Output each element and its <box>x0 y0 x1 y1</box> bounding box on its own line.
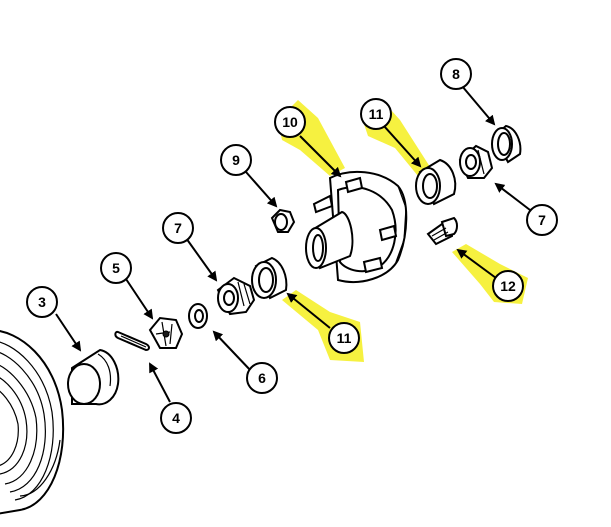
part-grease-seal <box>491 124 522 164</box>
callout-11-bottom: 11 <box>328 322 360 354</box>
callout-10: 10 <box>274 106 306 138</box>
part-bearing-race-top <box>415 158 457 206</box>
callout-circles: 3 4 5 6 7 7 8 9 <box>26 58 558 434</box>
part-washer <box>188 303 208 329</box>
leader-10 <box>299 135 342 178</box>
callout-11-top-label: 11 <box>369 106 384 122</box>
leader-12 <box>456 248 497 279</box>
part-stud-bolt <box>426 216 458 246</box>
callout-7-left-label: 7 <box>174 220 182 236</box>
callout-12-label: 12 <box>500 278 516 294</box>
part-lug-nut <box>270 208 296 233</box>
leader-3 <box>55 313 82 352</box>
callout-8: 8 <box>440 58 472 90</box>
callout-7-right: 7 <box>526 204 558 236</box>
callout-7-right-label: 7 <box>538 212 546 228</box>
callout-5-label: 5 <box>112 260 120 276</box>
callout-4: 4 <box>160 402 192 434</box>
leader-11-top <box>383 125 422 168</box>
callout-11-bottom-label: 11 <box>337 330 352 346</box>
leader-7-right <box>494 182 531 211</box>
callout-7-left: 7 <box>162 212 194 244</box>
callout-5: 5 <box>100 252 132 284</box>
part-cotter-pin <box>114 330 150 352</box>
callout-3-label: 3 <box>38 294 46 310</box>
leader-5 <box>123 275 154 320</box>
callout-8-label: 8 <box>452 66 460 82</box>
wheel-drum <box>0 330 65 515</box>
callout-12: 12 <box>492 270 524 302</box>
callout-6: 6 <box>246 362 278 394</box>
leader-11-bottom <box>286 292 331 329</box>
callout-10-label: 10 <box>282 114 298 130</box>
part-outer-bearing-left <box>216 276 256 316</box>
part-grease-cap <box>67 348 120 406</box>
callout-4-label: 4 <box>172 410 180 426</box>
callout-leaders <box>55 85 531 403</box>
callout-11-top: 11 <box>360 98 392 130</box>
part-castle-nut <box>148 316 184 349</box>
leader-6 <box>212 330 253 373</box>
callout-9-label: 9 <box>232 152 240 168</box>
leader-9 <box>245 171 278 208</box>
leader-8 <box>461 85 496 126</box>
leader-7-left <box>185 237 218 282</box>
callout-3: 3 <box>26 286 58 318</box>
part-hub <box>305 170 408 283</box>
callout-6-label: 6 <box>258 370 266 386</box>
leader-4 <box>149 362 171 403</box>
callout-9: 9 <box>220 144 252 176</box>
part-inner-bearing-right <box>458 144 494 179</box>
part-bearing-race-bottom <box>251 256 288 300</box>
